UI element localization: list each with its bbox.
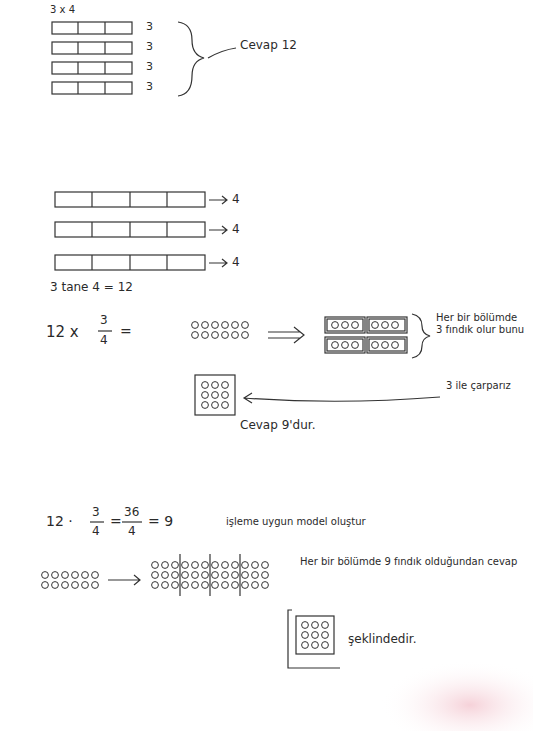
row-count: 3 bbox=[146, 20, 153, 33]
row-count: 4 bbox=[232, 192, 240, 206]
hazelnut-model-1 bbox=[98, 314, 440, 415]
fraction-denominator: 4 bbox=[128, 524, 136, 538]
row-count: 3 bbox=[146, 60, 153, 73]
bar-model-4x3 bbox=[55, 192, 227, 270]
row-count: 4 bbox=[232, 255, 240, 269]
heading-note: 3 x 4 bbox=[50, 4, 75, 16]
hazelnut-model-2 bbox=[40, 522, 340, 668]
equation-part: 12 · bbox=[46, 513, 73, 530]
equation-note: 3 tane 4 = 12 bbox=[50, 280, 133, 294]
fraction-numerator: 3 bbox=[92, 505, 100, 519]
answer-note: Cevap 12 bbox=[240, 38, 297, 52]
explanation-note: Her bir bölümde 9 fındık olduğundan ceva… bbox=[300, 556, 524, 568]
bar-model-3x4 bbox=[52, 22, 236, 96]
explanation-note: 3 ile çarparız bbox=[446, 380, 511, 392]
explanation-note: Her bir bölümde 3 fındık olur bunu bbox=[436, 312, 526, 336]
row-count: 3 bbox=[146, 80, 153, 93]
answer-note: Cevap 9'dur. bbox=[240, 418, 315, 432]
fraction-numerator: 3 bbox=[100, 313, 108, 327]
equals-sign: = bbox=[110, 513, 122, 530]
instruction-note: işleme uygun model oluştur bbox=[226, 516, 366, 528]
equation-part: 12 x bbox=[46, 323, 79, 341]
fraction-denominator: 4 bbox=[92, 524, 100, 538]
answer-note: şeklindedir. bbox=[348, 632, 416, 646]
paper-smudge bbox=[380, 660, 533, 731]
fraction-numerator: 36 bbox=[124, 505, 139, 519]
equals-sign: = bbox=[120, 323, 132, 340]
equation-part: = 9 bbox=[148, 513, 173, 530]
fraction-denominator: 4 bbox=[100, 333, 108, 347]
row-count: 4 bbox=[232, 222, 240, 236]
row-count: 3 bbox=[146, 40, 153, 53]
